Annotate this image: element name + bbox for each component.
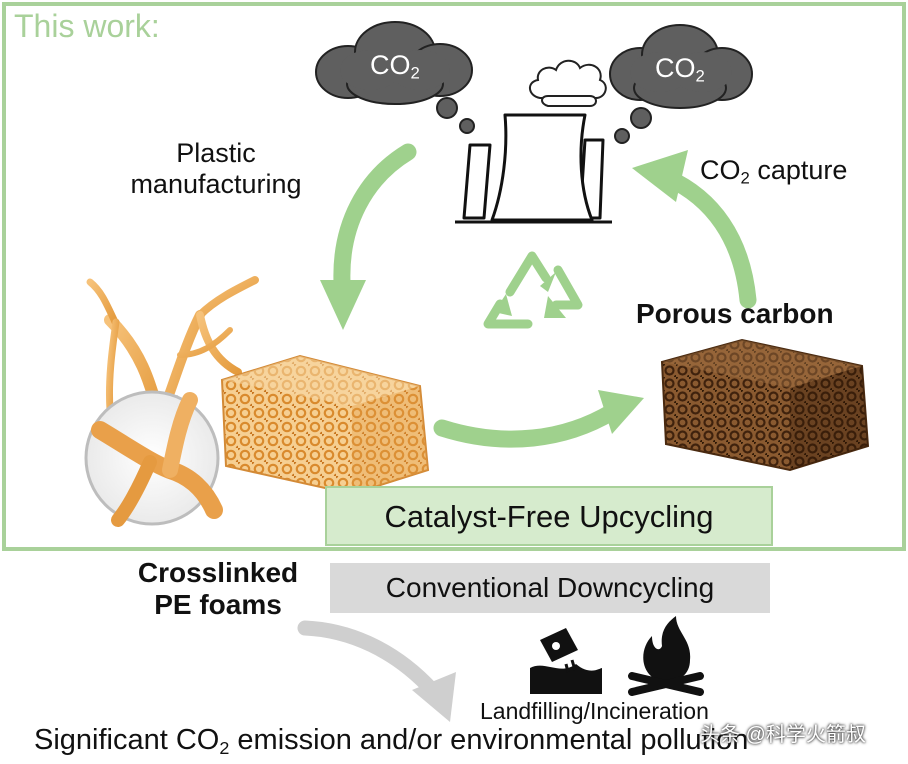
co2-cloud-left-label: CO2 — [370, 50, 420, 83]
arrowhead-left — [320, 280, 366, 330]
upcycling-label: Catalyst-Free Upcycling — [384, 498, 714, 534]
plastic-manufacturing-label: Plastic manufacturing — [130, 138, 302, 200]
this-work-frame — [2, 2, 906, 551]
recycle-icon — [483, 251, 583, 329]
this-work-title: This work: — [14, 8, 160, 44]
bottom-caption: Significant CO2 emission and/or environm… — [34, 724, 749, 759]
landfill-icon — [530, 628, 602, 694]
zoom-circle — [84, 390, 223, 527]
crosslinked-pe-foams-label: Crosslinked PE foams — [137, 557, 299, 621]
arrowhead-bottom — [598, 390, 644, 434]
porous-carbon-label: Porous carbon — [636, 298, 834, 329]
porous-carbon-block — [660, 338, 870, 472]
arrowhead-right — [632, 150, 688, 202]
co2-cloud-right — [609, 24, 753, 144]
arrow-bottom-right — [433, 403, 621, 448]
downcycling-box — [330, 563, 770, 613]
landfill-incineration-label: Landfilling/Incineration — [480, 698, 709, 724]
co2-cloud-right-label: CO2 — [655, 53, 705, 86]
fire-icon — [628, 616, 704, 696]
upcycling-box — [325, 486, 773, 546]
watermark: 头条 @科学火箭叔 — [700, 724, 866, 746]
downcycling-label: Conventional Downcycling — [385, 572, 715, 603]
gray-arrow — [297, 620, 440, 698]
pe-foam-block — [220, 354, 430, 496]
steam-plume — [529, 59, 607, 107]
cycle-arrows — [333, 143, 757, 448]
co2-cloud-left — [315, 21, 475, 134]
co2-capture-label: CO2 capture — [700, 155, 848, 188]
arrow-left-down — [333, 143, 417, 291]
arrow-right-up — [659, 169, 757, 309]
power-plant-icon — [455, 113, 612, 224]
